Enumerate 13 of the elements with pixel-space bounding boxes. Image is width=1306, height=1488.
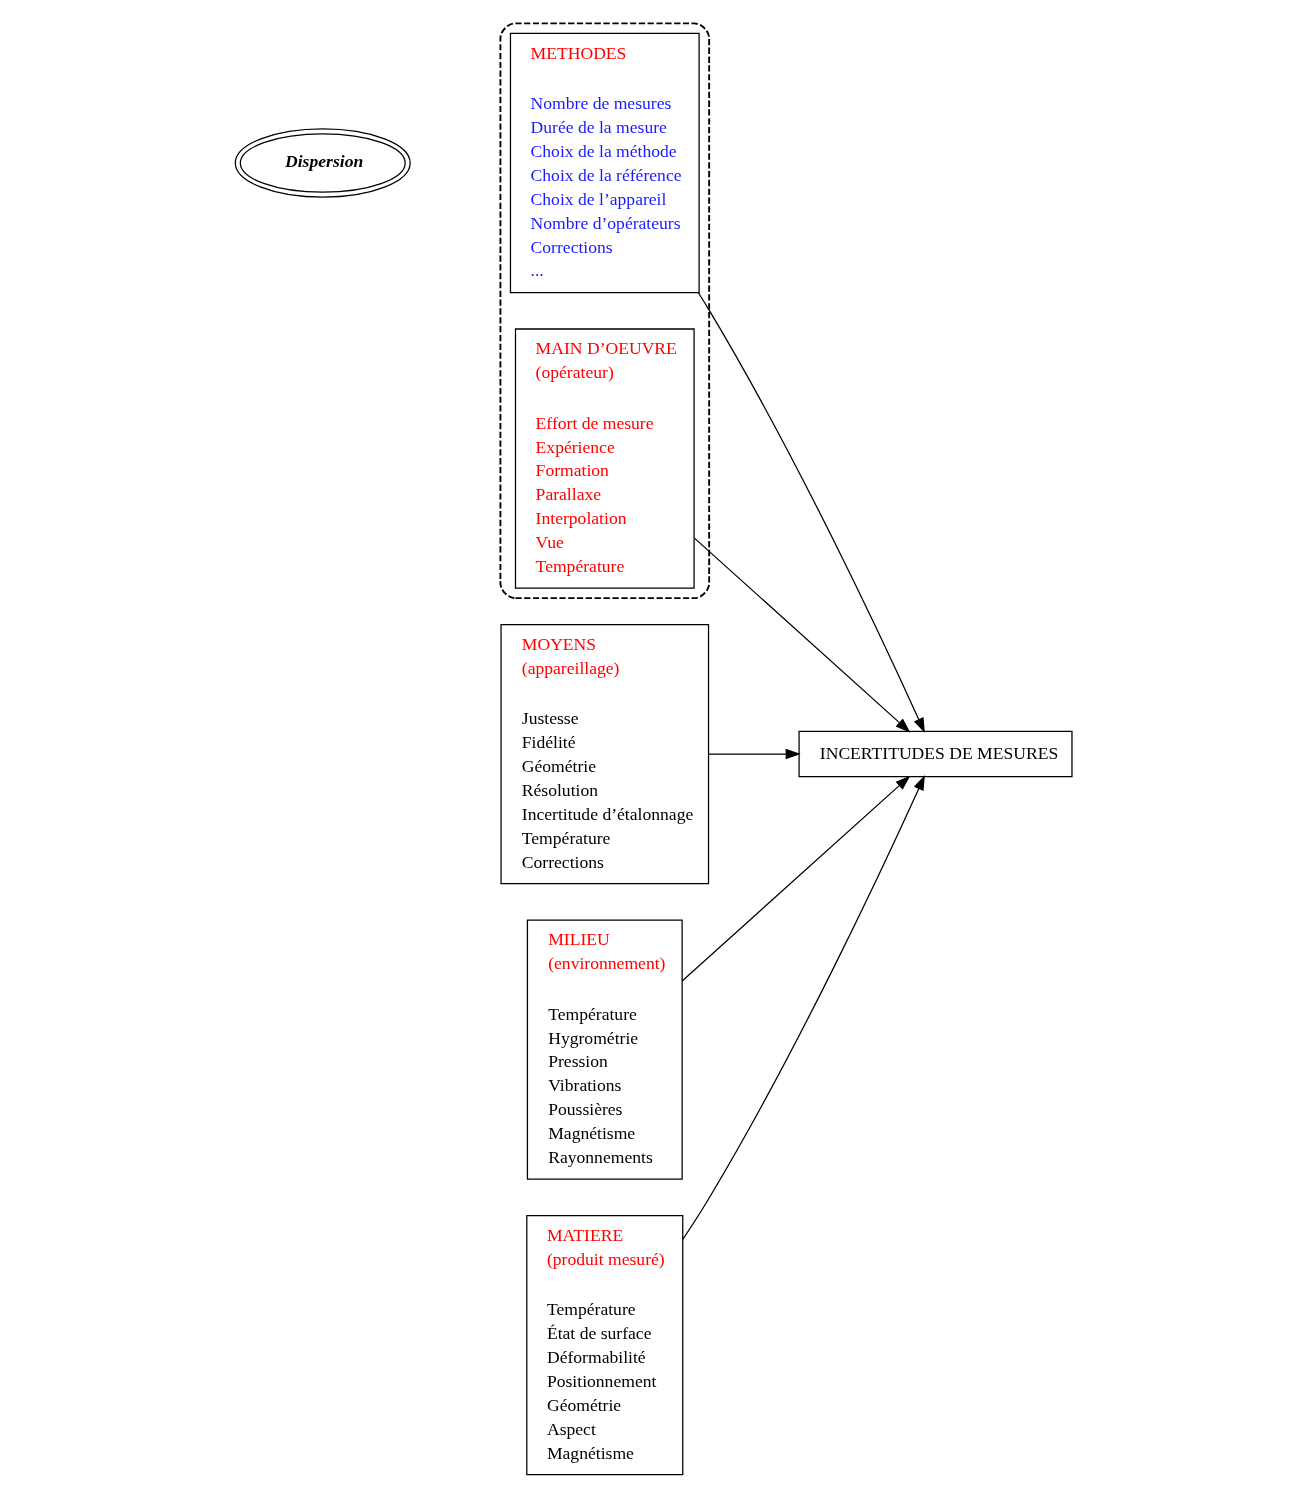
- arrow: [681, 775, 925, 1241]
- node-ellipse: Dispersion: [234, 128, 411, 198]
- arrow: [681, 775, 910, 982]
- cluster: [498, 22, 710, 600]
- arrow: [697, 292, 925, 734]
- node-box: MILIEU (environnement) Température Hygrométrie Pression Vibrations Poussières Magnétisme Rayonnements: [526, 919, 683, 1180]
- arrow: [707, 748, 801, 760]
- node-box: MAIN D’OEUVRE (opérateur) Effort de mesure Expérience Formation Parallaxe Interpolation Vue Température: [514, 328, 695, 589]
- node-box: INCERTITUDES DE MESURES: [797, 730, 1073, 778]
- node-box: MATIERE (produit mesuré) Température État de surface Déformabilité Positionnement Géométrie Aspect Magnétisme: [525, 1214, 683, 1476]
- node-box: MOYENS (appareillage) Justesse Fidélité Géométrie Résolution Incertitude d’étalonnage Température Corrections: [499, 623, 709, 885]
- arrow: [693, 537, 910, 733]
- node-box: METHODES Nombre de mesures Durée de la mesure Choix de la méthode Choix de la référence Choix de l’appareil Nombre d’opérateurs Corrections ...: [509, 32, 700, 294]
